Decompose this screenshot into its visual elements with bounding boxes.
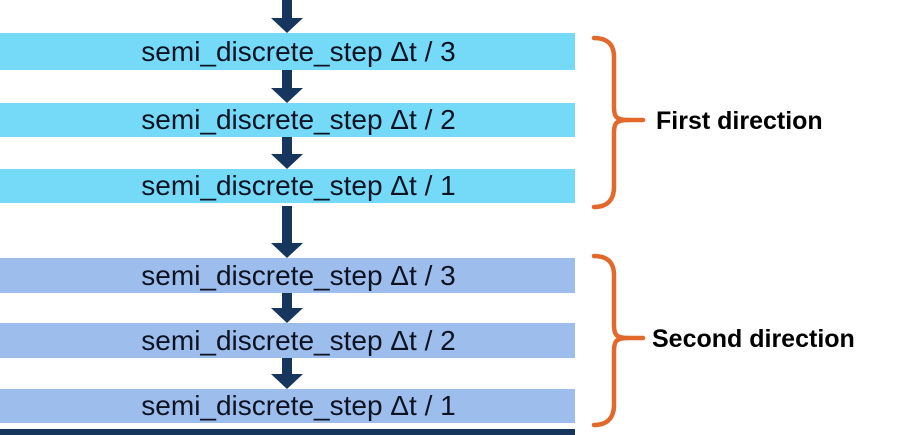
brace-icon-second-group: [588, 248, 650, 430]
down-arrow-icon: [271, 293, 303, 323]
step-bar-second-1: semi_discrete_step Δt / 1: [0, 389, 575, 423]
step-label: semi_discrete_step Δt / 3: [141, 35, 456, 67]
step-label: semi_discrete_step Δt / 3: [141, 259, 456, 291]
down-arrow-icon: [271, 70, 303, 103]
brace-icon-first-group: [588, 30, 650, 212]
down-arrow-icon: [271, 203, 303, 258]
step-bar-second-3: semi_discrete_step Δt / 3: [0, 258, 575, 293]
step-bar-second-2: semi_discrete_step Δt / 2: [0, 323, 575, 358]
step-bar-first-2: semi_discrete_step Δt / 2: [0, 103, 575, 137]
group-label-first-direction: First direction: [656, 107, 823, 135]
step-bar-first-3: semi_discrete_step Δt / 3: [0, 33, 575, 70]
group-label-second-direction: Second direction: [652, 325, 855, 353]
step-label: semi_discrete_step Δt / 1: [141, 170, 456, 201]
down-arrow-icon: [271, 358, 303, 389]
bottom-cutoff-bar: [0, 429, 575, 435]
step-bar-first-1: semi_discrete_step Δt / 1: [0, 169, 575, 203]
down-arrow-icon: [271, 137, 303, 169]
down-arrow-icon: [271, 0, 303, 33]
step-label: semi_discrete_step Δt / 1: [141, 390, 456, 421]
step-label: semi_discrete_step Δt / 2: [141, 104, 456, 135]
step-label: semi_discrete_step Δt / 2: [141, 324, 456, 356]
